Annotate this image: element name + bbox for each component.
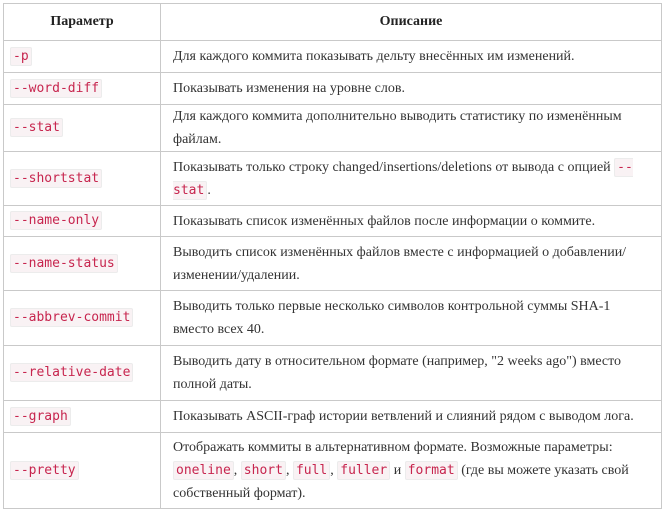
param-cell: --abbrev-commit: [3, 290, 161, 346]
desc-cell: Для каждого коммита показывать дельту вн…: [160, 40, 662, 73]
option-code: --graph: [10, 406, 71, 426]
desc-cell: Отображать коммиты в альтернативном форм…: [160, 432, 662, 509]
option-code: --pretty: [10, 460, 79, 480]
separator: ,: [285, 463, 293, 478]
table-row: --name-status Выводить список изменённых…: [3, 236, 662, 291]
table-row: --pretty Отображать коммиты в альтернати…: [3, 432, 662, 509]
conjunction: и: [390, 463, 405, 478]
desc-cell: Показывать список изменённых файлов посл…: [160, 205, 662, 237]
table-row: --abbrev-commit Выводить только первые н…: [3, 290, 662, 346]
option-code: --abbrev-commit: [10, 308, 134, 327]
option-code: --name-only: [10, 211, 103, 230]
desc-cell: Выводить только первые несколько символо…: [160, 290, 662, 346]
inline-code: short: [240, 461, 286, 480]
option-code: --word-diff: [10, 78, 103, 98]
inline-code: fuller: [337, 461, 391, 480]
desc-text: Отображать коммиты в альтернативном форм…: [173, 440, 613, 455]
table-row: --graph Показывать ASCII-граф истории ве…: [3, 400, 662, 433]
inline-code: oneline: [173, 461, 234, 480]
header-param: Параметр: [3, 3, 161, 41]
options-table: Параметр Описание -p Для каждого коммита…: [3, 3, 662, 509]
table-row: --word-diff Показывать изменения на уров…: [3, 72, 662, 105]
param-cell: --shortstat: [3, 151, 161, 206]
inline-code: format: [404, 461, 458, 480]
desc-cell: Выводить список изменённых файлов вместе…: [160, 236, 662, 291]
option-code: --name-status: [10, 253, 118, 273]
separator: ,: [233, 463, 241, 478]
table-row: --shortstat Показывать только строку cha…: [3, 151, 662, 206]
param-cell: --word-diff: [3, 72, 161, 105]
desc-cell: Показывать изменения на уровне слов.: [160, 72, 662, 105]
table-row: --relative-date Выводить дату в относите…: [3, 345, 662, 401]
table-header-row: Параметр Описание: [3, 3, 662, 41]
option-code: -p: [10, 46, 32, 66]
param-cell: --graph: [3, 400, 161, 433]
table-row: --stat Для каждого коммита дополнительно…: [3, 104, 662, 152]
desc-cell: Показывать только строку changed/inserti…: [160, 151, 662, 206]
table-row: --name-only Показывать список изменённых…: [3, 205, 662, 237]
option-code: --shortstat: [10, 168, 103, 188]
option-code: --stat: [10, 118, 63, 137]
inline-code: full: [292, 461, 331, 480]
param-cell: --relative-date: [3, 345, 161, 401]
param-cell: --name-status: [3, 236, 161, 291]
desc-cell: Выводить дату в относительном формате (н…: [160, 345, 662, 401]
desc-text: Показывать только строку changed/inserti…: [173, 159, 615, 175]
table-row: -p Для каждого коммита показывать дельту…: [3, 40, 662, 73]
param-cell: --pretty: [3, 432, 161, 509]
desc-text: .: [207, 182, 211, 198]
desc-cell: Для каждого коммита дополнительно выводи…: [160, 104, 662, 152]
param-cell: --stat: [3, 104, 161, 152]
separator: ,: [330, 463, 338, 478]
desc-cell: Показывать ASCII-граф истории ветвлений …: [160, 400, 662, 433]
param-cell: -p: [3, 40, 161, 73]
header-desc: Описание: [160, 3, 662, 41]
param-cell: --name-only: [3, 205, 161, 237]
option-code: --relative-date: [10, 363, 134, 382]
desc-text: (где вы можете указать свой собственный …: [173, 463, 629, 501]
